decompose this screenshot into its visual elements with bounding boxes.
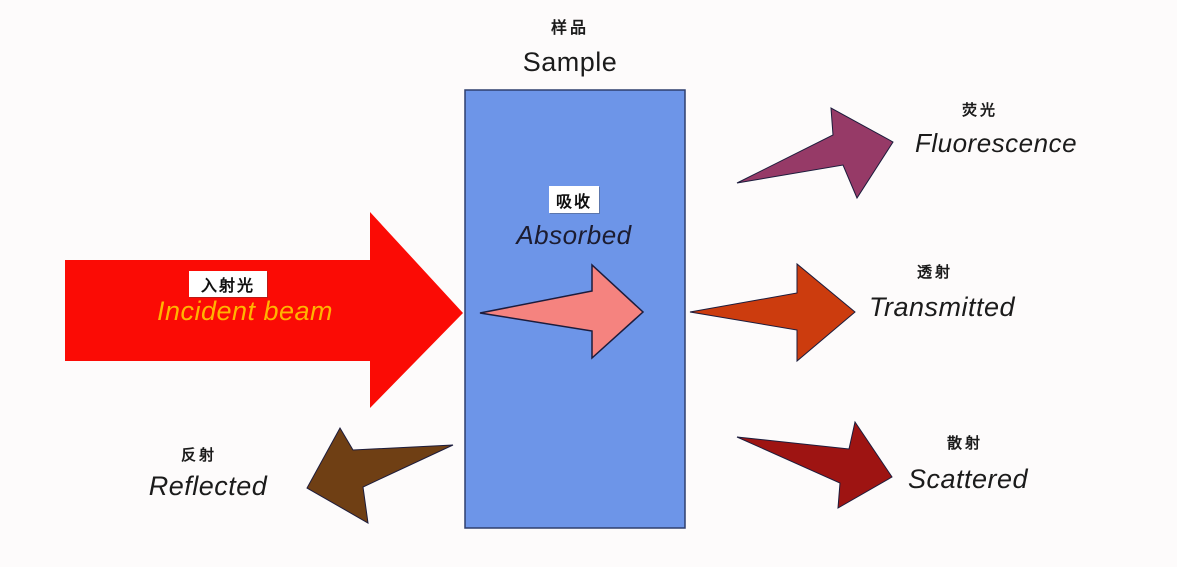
sample-label-en: Sample — [522, 47, 618, 77]
scattered-arrow — [736, 420, 893, 509]
fluorescence-arrow — [736, 107, 894, 200]
fluorescence-label-zh: 荧光 — [961, 103, 998, 119]
transmitted-label-en: Transmitted — [868, 292, 1016, 322]
transmitted-arrow — [689, 262, 856, 363]
fluorescence-label-en: Fluorescence — [914, 128, 1078, 158]
scattered-label-en: Scattered — [907, 464, 1029, 494]
scattered-label-zh: 散射 — [946, 436, 983, 452]
sample-label-zh: 样品 — [550, 20, 589, 37]
transmitted-label-zh: 透射 — [916, 265, 953, 281]
reflected-label-zh: 反射 — [180, 448, 217, 464]
incident-beam-arrow — [65, 212, 463, 408]
reflected-label-en: Reflected — [148, 471, 268, 501]
absorbed-label-chip: 吸收 — [549, 186, 599, 213]
reflected-arrow — [306, 426, 454, 524]
absorbed-label-en: Absorbed — [516, 220, 632, 250]
incident-label-en: Incident beam — [156, 296, 334, 326]
incident-label-chip: 入射光 — [189, 271, 267, 297]
absorbed-arrow — [479, 263, 645, 360]
